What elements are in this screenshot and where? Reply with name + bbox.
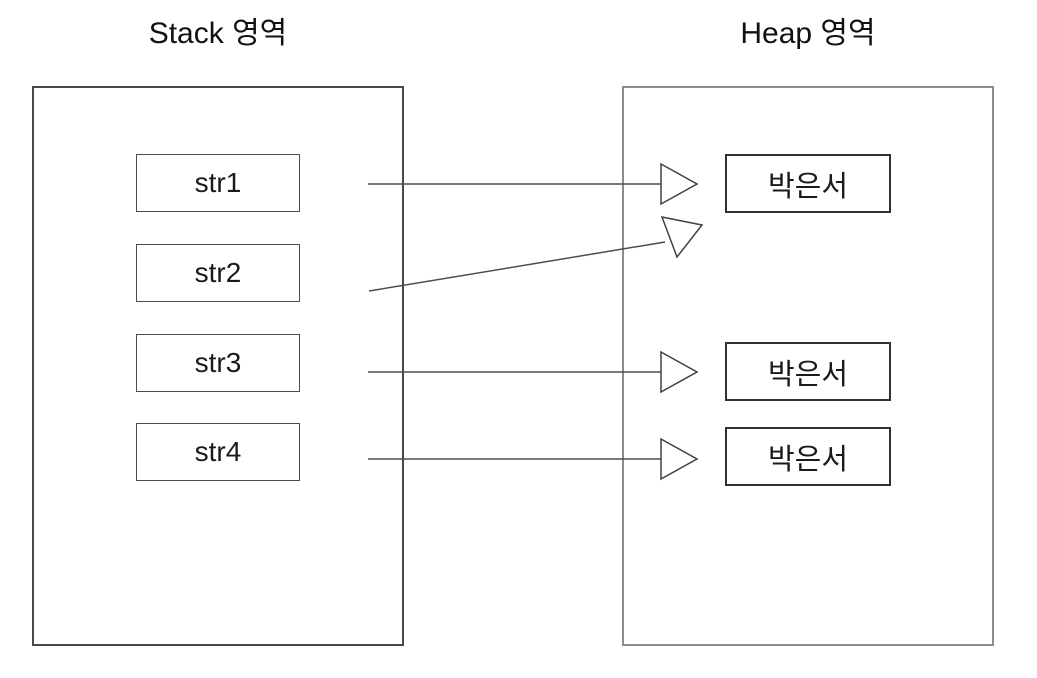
- heap-region-title: Heap 영역: [740, 17, 876, 50]
- stack-var-str4: str4: [136, 423, 300, 481]
- heap-object-1: 박은서: [725, 154, 891, 213]
- heap-object-2: 박은서: [725, 342, 891, 401]
- stack-var-str3: str3: [136, 334, 300, 392]
- stack-var-str2: str2: [136, 244, 300, 302]
- stack-region-title: Stack 영역: [148, 17, 288, 50]
- stack-var-str1: str1: [136, 154, 300, 212]
- heap-object-3: 박은서: [725, 427, 891, 486]
